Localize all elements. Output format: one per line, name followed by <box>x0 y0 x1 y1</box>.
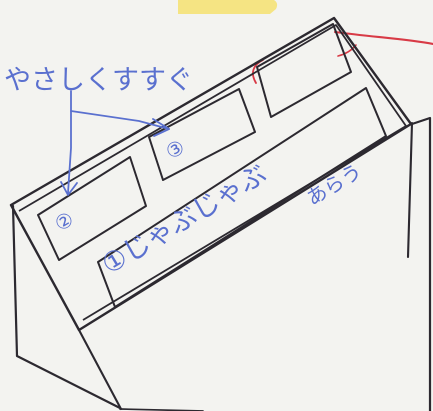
annotation-top: やさしくすすぐ <box>4 65 193 96</box>
sticky-note <box>178 0 277 14</box>
